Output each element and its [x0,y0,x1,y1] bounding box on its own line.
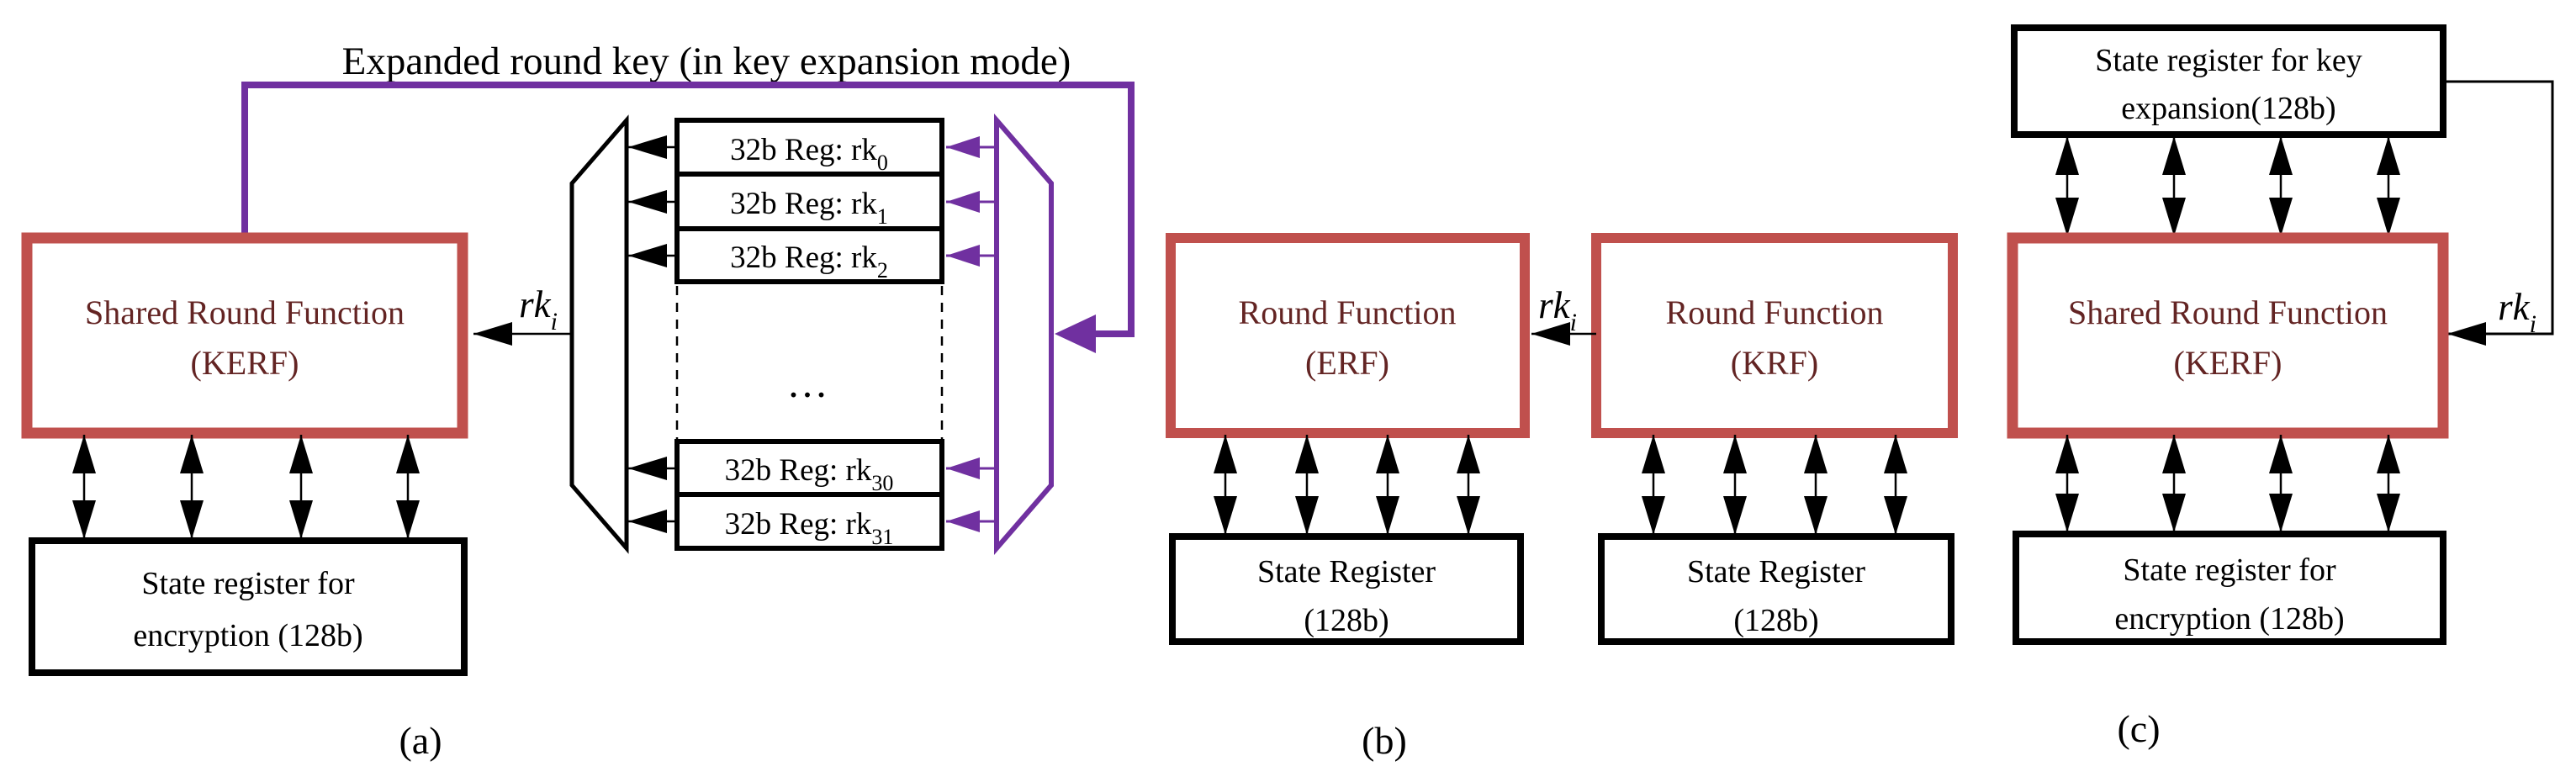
kerf-box [2007,232,2449,439]
kerf-box-label-line2: (KERF) [2174,344,2282,382]
demux-trapezoid [994,113,1054,556]
key-expansion-register-line2: expansion(128b) [2121,91,2335,126]
register-ellipsis: ... [788,359,830,406]
state-register-right-line1: State Register [1687,554,1865,589]
state-register-left-box [1169,533,1524,645]
register-label-rk2: 32b Reg: rk2 [730,240,888,283]
state-register-label-line1: State register for [141,566,355,601]
register-label-rk0: 32b Reg: rk0 [730,133,888,175]
state-register-box [2013,531,2446,645]
state-register-label-line2: encryption (128b) [133,618,362,653]
rk-label: rki [519,283,558,336]
state-register-left-line2: (128b) [1304,603,1389,638]
state-register-right-box [1598,533,1954,645]
key-expansion-feedback-line [241,82,1135,337]
state-register-right-line2: (128b) [1733,603,1818,638]
krf-box-label-line2: (KRF) [1731,344,1818,382]
panel-a-caption: (a) [399,719,442,762]
erf-box [1166,233,1530,438]
register-label-rk30: 32b Reg: rk30 [725,453,894,495]
register-box-rk1 [674,172,944,231]
kerf-box-label-line2: (KERF) [191,344,299,382]
key-feedback-line [2443,80,2554,346]
state-register-label-line2: encryption (128b) [2114,601,2344,637]
rk-label: rki [2498,286,2536,338]
kerf-box-label-line1: Shared Round Function [2068,293,2388,331]
panel-c-caption: (c) [2117,707,2160,750]
krf-box [1591,233,1958,438]
panel-c: rki State register for key expansion(128… [2007,24,2554,750]
state-register-label-line1: State register for [2123,552,2336,588]
key-expansion-register-box [2011,24,2446,138]
panel-a: Expanded round key (in key expansion mod… [21,40,1135,762]
state-register-box [29,537,468,676]
kerf-box-label-line1: Shared Round Function [85,293,405,331]
key-expansion-register-line1: State register for key [2095,43,2362,78]
panel-b-caption: (b) [1362,719,1407,762]
erf-box-label-line2: (ERF) [1305,344,1389,382]
krf-box-label-line1: Round Function [1666,293,1884,331]
panel-b: Round Function (ERF) Round Function (KRF… [1166,233,1958,762]
register-box-rk31 [674,492,944,551]
kerf-box [21,232,468,439]
register-label-rk31: 32b Reg: rk31 [725,507,894,549]
rk-label: rki [1538,284,1577,336]
feedback-arrowhead-icon [1055,314,1096,353]
erf-box-label-line1: Round Function [1239,293,1457,331]
register-label-rk1: 32b Reg: rk1 [730,187,888,229]
state-register-left-line1: State Register [1257,554,1436,589]
expanded-round-key-title: Expanded round key (in key expansion mod… [342,40,1071,83]
mux-trapezoid [569,114,629,554]
